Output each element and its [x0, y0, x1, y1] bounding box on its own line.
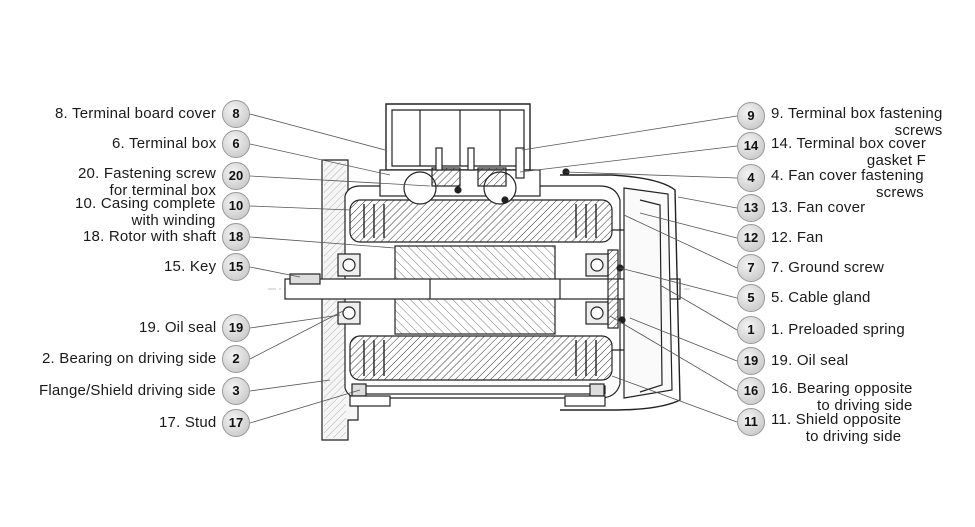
callout-text-line: 6. Terminal box: [112, 135, 217, 152]
callout-text-line: 4. Fan cover fastening: [771, 167, 924, 184]
callout-label-left-8: Flange/Shield driving side: [39, 382, 216, 399]
callout-badge-right-8: 19: [737, 347, 765, 375]
callout-text-line: 12. Fan: [771, 229, 824, 246]
callout-badge-left-4: 18: [222, 223, 250, 251]
callout-text-line: to driving side: [817, 397, 913, 414]
callout-badge-left-8: 3: [222, 377, 250, 405]
callout-badge-left-2: 20: [222, 162, 250, 190]
callout-badge-right-4: 12: [737, 224, 765, 252]
callout-badge-left-3: 10: [222, 192, 250, 220]
callout-text-line: 1. Preloaded spring: [771, 321, 905, 338]
callout-text-line: 18. Rotor with shaft: [83, 228, 217, 245]
callout-label-left-6: 19. Oil seal: [139, 319, 216, 336]
callout-text-line: 7. Ground screw: [771, 259, 885, 276]
callout-text-line: 16. Bearing opposite: [771, 380, 913, 397]
callout-badge-right-0: 9: [737, 102, 765, 130]
motor-body: [268, 103, 690, 441]
callout-text-line: for terminal box: [109, 182, 217, 199]
callout-badge-right-5: 7: [737, 254, 765, 282]
callout-text-line: 11. Shield opposite: [771, 411, 902, 428]
callout-text-line: 8. Terminal board cover: [55, 105, 217, 122]
callout-text-line: screws: [875, 184, 924, 201]
callout-text-line: screws: [894, 122, 943, 139]
callout-label-left-7: 2. Bearing on driving side: [42, 350, 216, 367]
callout-label-left-1: 6. Terminal box: [112, 135, 216, 152]
callout-text-line: 2. Bearing on driving side: [42, 350, 217, 367]
callout-text-line: 13. Fan cover: [771, 199, 866, 216]
callout-badge-right-7: 1: [737, 316, 765, 344]
callout-badge-right-3: 13: [737, 194, 765, 222]
callout-badge-right-9: 16: [737, 377, 765, 405]
callout-badge-right-1: 14: [737, 132, 765, 160]
callout-text-line: 19. Oil seal: [771, 352, 849, 369]
callout-badge-left-5: 15: [222, 253, 250, 281]
callout-label-right-8: 19. Oil seal: [771, 352, 848, 369]
callout-text-line: 20. Fastening screw: [78, 165, 217, 182]
callout-badge-left-6: 19: [222, 314, 250, 342]
callout-label-left-9: 17. Stud: [159, 414, 216, 431]
callout-label-right-6: 5. Cable gland: [771, 289, 871, 306]
callout-badge-right-2: 4: [737, 164, 765, 192]
leader-lines: [249, 113, 738, 424]
callout-label-left-0: 8. Terminal board cover: [55, 105, 216, 122]
callout-text-line: Flange/Shield driving side: [39, 382, 216, 399]
callout-text-line: to driving side: [805, 428, 902, 445]
callout-text-line: with winding: [131, 212, 216, 229]
callout-label-left-4: 18. Rotor with shaft: [83, 228, 216, 245]
callout-badge-right-10: 11: [737, 408, 765, 436]
callout-label-left-5: 15. Key: [164, 258, 216, 275]
callout-text-line: 17. Stud: [159, 414, 217, 431]
callout-text-line: 15. Key: [164, 258, 217, 275]
callout-label-right-3: 13. Fan cover: [771, 199, 865, 216]
callout-text-line: 14. Terminal box cover: [771, 135, 927, 152]
callout-text-line: 5. Cable gland: [771, 289, 871, 306]
callout-badge-left-0: 8: [222, 100, 250, 128]
callout-label-right-5: 7. Ground screw: [771, 259, 884, 276]
callout-text-line: 9. Terminal box fastening: [771, 105, 943, 122]
callout-badge-left-9: 17: [222, 409, 250, 437]
callout-label-right-4: 12. Fan: [771, 229, 823, 246]
callout-text-line: gasket F: [866, 152, 927, 169]
callout-badge-right-6: 5: [737, 284, 765, 312]
callout-text-line: 10. Casing complete: [75, 195, 216, 212]
callout-badge-left-1: 6: [222, 130, 250, 158]
callout-badge-left-7: 2: [222, 345, 250, 373]
callout-text-line: 19. Oil seal: [139, 319, 217, 336]
callout-label-right-7: 1. Preloaded spring: [771, 321, 905, 338]
